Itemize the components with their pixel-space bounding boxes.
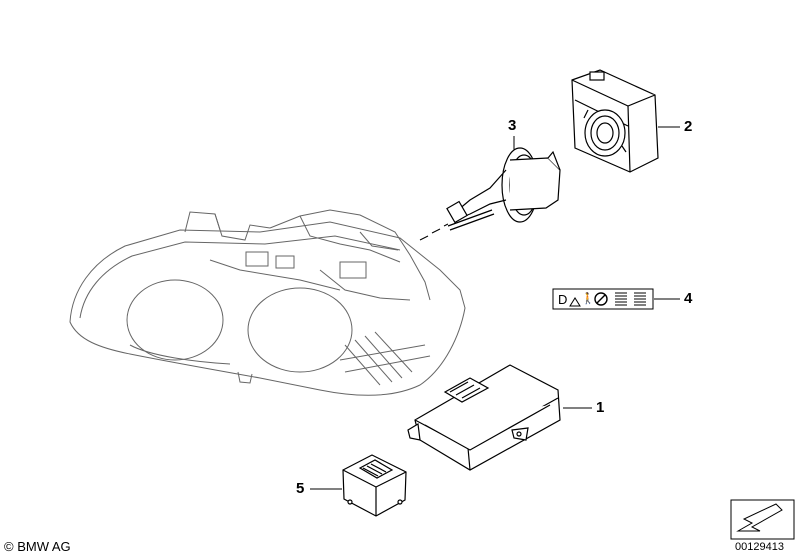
document-number: 00129413	[735, 541, 784, 553]
warning-label-d-symbol: D	[558, 292, 568, 307]
part-4-warning-label	[552, 288, 654, 310]
callout-3: 3	[508, 117, 517, 134]
headlight-assembly	[69, 209, 466, 396]
part-2-adapter-housing	[571, 69, 659, 173]
arrow-icon	[736, 503, 783, 532]
no-entry-icon	[594, 292, 608, 306]
person-icon: 🚶	[581, 292, 595, 305]
callout-5: 5	[296, 480, 305, 497]
copyright-notice: © BMW AG	[4, 539, 71, 554]
callout-4: 4	[684, 290, 693, 307]
text-lines-icon	[615, 292, 646, 306]
part-1-control-unit	[407, 364, 561, 471]
part-5-ignition-module	[342, 454, 407, 517]
callout-2: 2	[684, 118, 693, 135]
leader-lines	[310, 126, 680, 490]
part-3-xenon-bulb	[419, 147, 561, 241]
warning-triangle-icon	[569, 297, 581, 307]
orientation-arrow-box	[730, 499, 795, 540]
callout-1: 1	[596, 399, 605, 416]
